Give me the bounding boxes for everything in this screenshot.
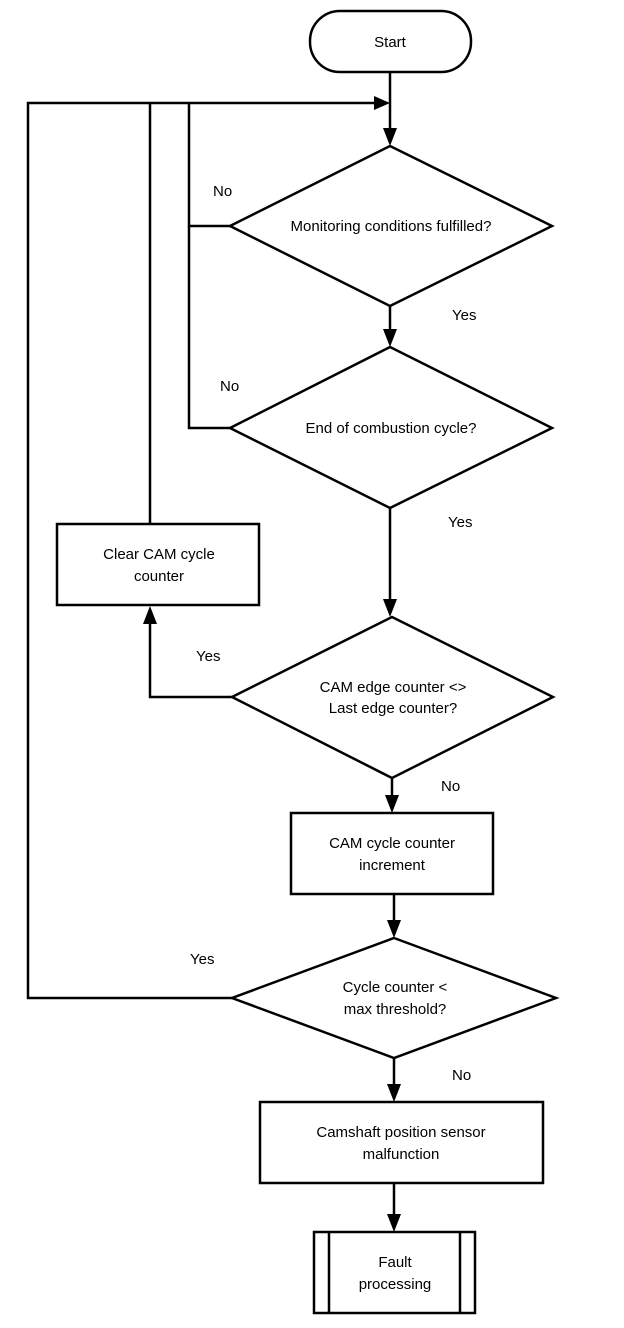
- decision-cam-edge-label-line-2: Last edge counter?: [329, 700, 457, 717]
- arrowhead-into-end-cycle: [383, 329, 397, 347]
- start-terminator: Start: [308, 9, 473, 74]
- connector-cam-edge-yes-to-clear: [148, 620, 232, 699]
- process-camshaft-sensor-malfunction: Camshaft position sensor malfunction: [258, 1100, 545, 1185]
- decision-threshold-shape: [228, 936, 560, 1060]
- connector-monitoring-no-loop: [187, 103, 230, 228]
- arrowhead-into-malfunction: [387, 1084, 401, 1102]
- process-clear-label-line-1: Clear CAM cycle: [103, 546, 215, 563]
- label-monitoring-no: No: [213, 183, 232, 200]
- decision-end-cycle-label: End of combustion cycle?: [306, 420, 477, 437]
- subprocess-fault-label-line-1: Fault: [378, 1254, 412, 1271]
- decision-cycle-counter-threshold: Cycle counter < max threshold?: [228, 936, 560, 1060]
- subprocess-fault-label-line-2: processing: [359, 1276, 432, 1293]
- decision-threshold-label-line-1: Cycle counter <: [343, 979, 448, 996]
- process-clear-cam-cycle-counter: Clear CAM cycle counter: [55, 522, 261, 607]
- label-cam-edge-no: No: [441, 778, 460, 795]
- label-monitoring-yes: Yes: [452, 307, 476, 324]
- label-end-cycle-no: No: [220, 378, 239, 395]
- decision-cam-edge-counter: CAM edge counter <> Last edge counter?: [229, 615, 556, 780]
- process-cam-cycle-counter-increment: CAM cycle counter increment: [289, 811, 495, 896]
- process-malfunction-label-line-2: malfunction: [363, 1146, 440, 1163]
- subprocess-fault-processing: Fault processing: [312, 1230, 477, 1315]
- decision-threshold-label-line-2: max threshold?: [344, 1001, 447, 1018]
- branch-labels: No Yes No Yes Yes No Yes No: [190, 183, 476, 1084]
- arrowhead-into-clear: [143, 606, 157, 624]
- label-threshold-yes: Yes: [190, 951, 214, 968]
- start-terminator-shape: [308, 9, 473, 74]
- decision-end-combustion-cycle: End of combustion cycle?: [227, 345, 555, 510]
- decision-end-cycle-shape: [227, 345, 555, 510]
- arrowhead-loop-join: [374, 96, 390, 110]
- decision-monitoring-shape: [227, 144, 555, 308]
- label-end-cycle-yes: Yes: [448, 514, 472, 531]
- connector-threshold-yes-loop: [26, 101, 378, 1000]
- label-threshold-no: No: [452, 1067, 471, 1084]
- decision-cam-edge-shape: [229, 615, 556, 780]
- process-clear-shape: [55, 522, 261, 607]
- arrowhead-into-fault: [387, 1214, 401, 1232]
- arrowhead-into-cam-edge: [383, 599, 397, 617]
- start-label: Start: [374, 34, 407, 51]
- arrowhead-into-increment: [385, 795, 399, 813]
- process-malfunction-shape: [258, 1100, 545, 1185]
- decision-cam-edge-label-line-1: CAM edge counter <>: [320, 679, 467, 696]
- process-malfunction-label-line-1: Camshaft position sensor: [316, 1124, 485, 1141]
- arrow-heads: [143, 96, 401, 1232]
- process-increment-label-line-1: CAM cycle counter: [329, 835, 455, 852]
- process-increment-label-line-2: increment: [359, 857, 426, 874]
- decision-monitoring-label: Monitoring conditions fulfilled?: [291, 218, 492, 235]
- process-clear-label-line-2: counter: [134, 568, 184, 585]
- arrowhead-into-threshold: [387, 920, 401, 938]
- connector-end-cycle-no-loop: [187, 226, 230, 430]
- label-cam-edge-yes: Yes: [196, 648, 220, 665]
- connectors: [26, 72, 396, 1220]
- arrowhead-into-monitoring: [383, 128, 397, 146]
- subprocess-fault-shape: [312, 1230, 477, 1315]
- decision-monitoring-conditions: Monitoring conditions fulfilled?: [227, 144, 555, 308]
- process-increment-shape: [289, 811, 495, 896]
